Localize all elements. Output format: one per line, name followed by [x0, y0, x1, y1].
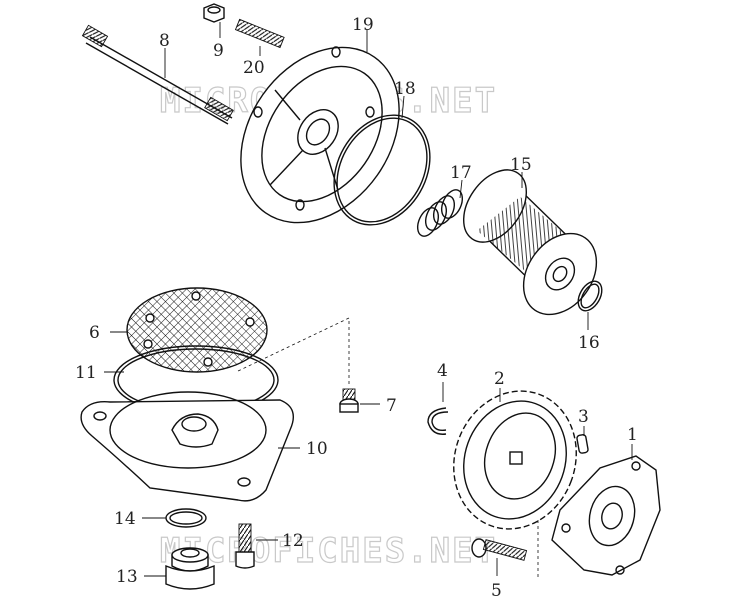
part-20-short-stud [234, 18, 285, 49]
callout-11: 11 [75, 363, 97, 383]
leader-lines [104, 22, 633, 577]
callout-5: 5 [491, 581, 502, 600]
callout-1: 1 [627, 425, 638, 445]
part-7-bolt [339, 388, 359, 413]
callout-17: 17 [450, 163, 472, 183]
part-10-oil-pan-cover [80, 391, 294, 502]
part-3-dowel-pin [576, 434, 589, 454]
part-1-oil-pump [551, 455, 661, 576]
part-14-washer [165, 508, 207, 528]
callout-10: 10 [306, 439, 328, 459]
part-4-circlip [427, 407, 449, 435]
callout-14: 14 [114, 509, 136, 529]
callout-8: 8 [159, 31, 170, 51]
callout-labels: 8 9 20 19 18 17 15 16 6 11 10 7 4 2 3 1 … [75, 15, 638, 600]
callout-9: 9 [213, 41, 224, 61]
callout-7: 7 [386, 396, 397, 416]
callout-12: 12 [282, 531, 304, 551]
part-15-oil-filter [462, 169, 598, 316]
callout-15: 15 [510, 155, 532, 175]
callout-2: 2 [494, 369, 505, 389]
part-17-spring [416, 189, 464, 237]
callout-18: 18 [394, 79, 416, 99]
part-18-o-ring-large [333, 114, 431, 226]
callout-20: 20 [243, 58, 265, 78]
callout-4: 4 [437, 361, 448, 381]
part-19-filter-cover [240, 46, 400, 224]
part-12-bolt [235, 523, 255, 569]
assembly-guide-line [235, 317, 350, 384]
callout-19: 19 [352, 15, 374, 35]
callout-16: 16 [578, 333, 600, 353]
part-16-o-ring-small [577, 280, 603, 312]
callout-6: 6 [89, 323, 100, 343]
part-2-gear [453, 390, 577, 530]
part-5-screw [471, 538, 528, 561]
part-9-nut [203, 3, 225, 23]
part-13-drain-plug [165, 547, 215, 590]
part-6-strainer-screen [126, 287, 268, 373]
watermark-bottom: MICROFICHES.NET [160, 531, 497, 571]
callout-13: 13 [116, 567, 138, 587]
callout-3: 3 [578, 407, 589, 427]
part-8-long-stud [81, 24, 234, 125]
